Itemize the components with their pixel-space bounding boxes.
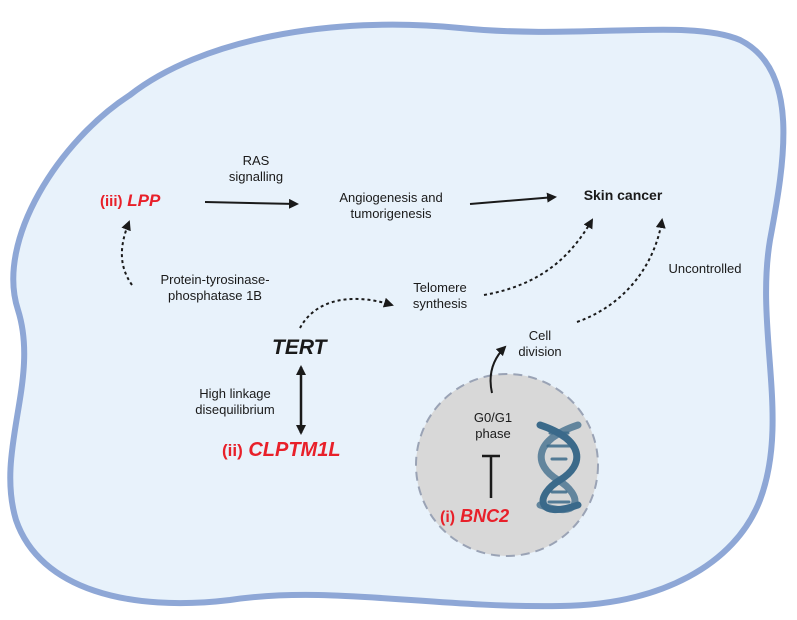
dna-helix-icon (536, 421, 582, 514)
gene-bnc2-prefix: (i) (440, 509, 456, 526)
gene-lpp: (iii) LPP (100, 191, 160, 211)
label-uncontrolled: Uncontrolled (668, 261, 742, 276)
gene-tert: TERT (272, 336, 327, 359)
gene-bnc2: (i) BNC2 (440, 506, 509, 527)
arrow-phase-to-cell-division (489, 345, 507, 394)
label-cell-division: Cell division (518, 328, 562, 359)
arrow-telomere-to-skin-cancer (483, 218, 594, 296)
arrow-ptp1b-to-lpp (120, 220, 133, 286)
label-ras-signalling: RAS signalling (228, 153, 284, 184)
inhibition-bnc2-phase (482, 454, 500, 498)
gene-lpp-name: LPP (127, 191, 161, 210)
label-skin-cancer: Skin cancer (583, 187, 663, 203)
gene-lpp-prefix: (iii) (100, 193, 123, 210)
nucleus (415, 373, 599, 557)
arrow-angiogenesis-to-skin-cancer (469, 192, 557, 205)
gene-clptm1l-name: CLPTM1L (248, 439, 341, 461)
label-angiogenesis: Angiogenesis and tumorigenesis (339, 190, 443, 221)
label-telomere-synthesis: Telomere synthesis (412, 280, 468, 311)
gene-clptm1l-prefix: (ii) (222, 441, 243, 460)
gene-bnc2-name: BNC2 (460, 506, 510, 526)
gene-clptm1l: (ii) CLPTM1L (222, 439, 341, 462)
label-ptp1b: Protein-tyrosinase- phosphatase 1B (160, 272, 270, 303)
label-linkage-disequilibrium: High linkage disequilibrium (195, 386, 275, 417)
cell-membrane (7, 21, 787, 610)
label-g0g1-phase: G0/G1 phase (473, 410, 513, 441)
arrow-lpp-to-angiogenesis (204, 198, 299, 209)
